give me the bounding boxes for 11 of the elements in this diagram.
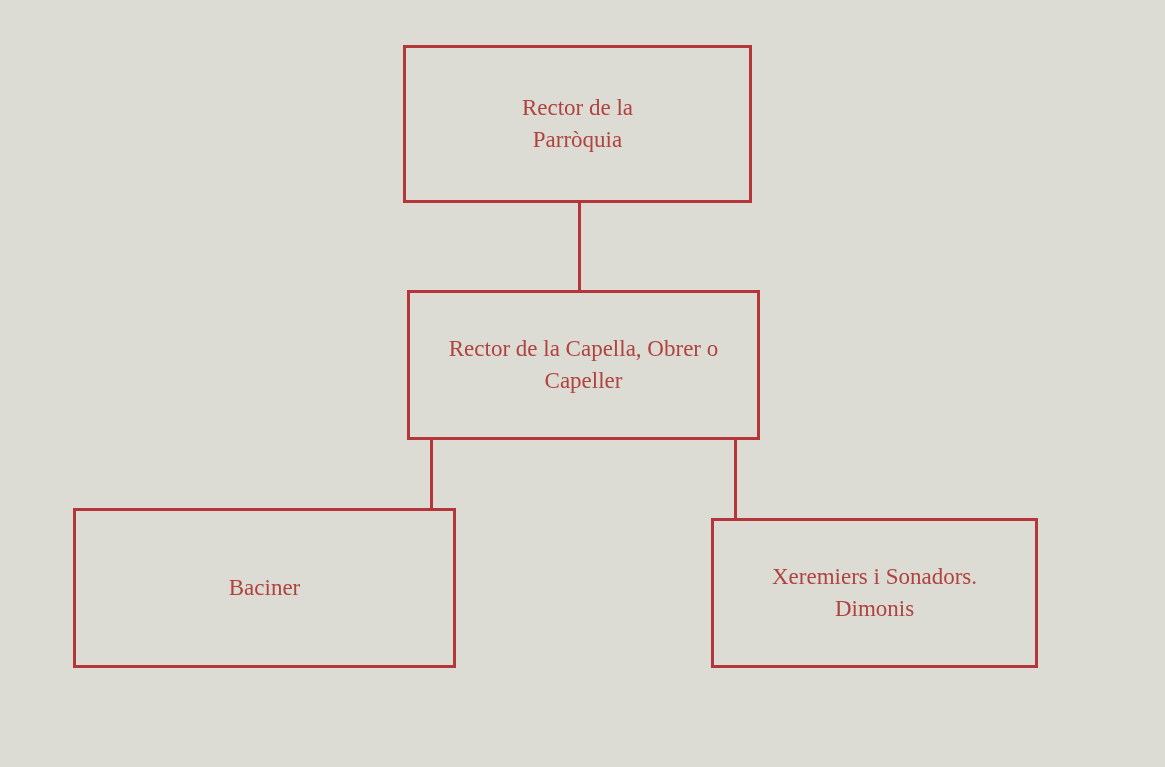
org-box <box>73 508 456 668</box>
box-label: Xeremiers i Sonadors. Dimonis <box>770 562 978 623</box>
org-box <box>407 290 760 440</box>
org-box <box>711 518 1038 668</box>
connector-line <box>430 440 433 508</box>
box-label: Rector de la Capella, Obrer o Capeller <box>448 334 719 395</box>
org-box <box>403 45 752 203</box>
connector-line <box>734 440 737 518</box>
connector-line <box>578 203 581 290</box>
box-label: Baciner <box>228 573 301 602</box>
box-label: Rector de la Parròquia <box>520 93 635 154</box>
